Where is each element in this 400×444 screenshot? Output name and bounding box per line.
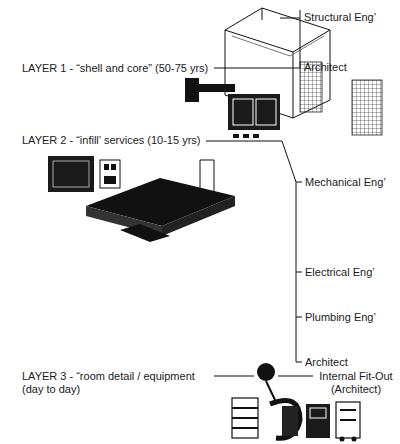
drawing-part bbox=[214, 68, 300, 69]
engineer-label: Electrical Eng’ bbox=[305, 266, 375, 279]
drawing-part bbox=[336, 402, 360, 438]
drawing-part bbox=[206, 141, 296, 182]
leader-line bbox=[214, 10, 300, 68]
drawing-part bbox=[280, 18, 300, 19]
drawing-part bbox=[120, 224, 170, 242]
engineer-label: Architect bbox=[305, 356, 348, 369]
drawing-part bbox=[296, 182, 302, 362]
drawing-part bbox=[228, 94, 280, 130]
drawing-part bbox=[48, 156, 94, 192]
drawing-part bbox=[278, 376, 313, 377]
drawing-part bbox=[340, 410, 356, 420]
drawing-part bbox=[232, 36, 324, 56]
mesh-panel bbox=[300, 62, 382, 135]
engineer-label: Architect bbox=[304, 61, 347, 74]
leader-line bbox=[214, 376, 313, 377]
drawing-part bbox=[257, 363, 275, 381]
drawing-part bbox=[253, 134, 259, 138]
layer-label: LAYER 1 - “shell and core” (50-75 yrs) bbox=[22, 62, 208, 75]
drawing-part bbox=[233, 99, 253, 125]
leader-line bbox=[206, 141, 302, 362]
drawing-part bbox=[53, 161, 89, 187]
drawing-part bbox=[232, 398, 258, 438]
drawing-part bbox=[300, 10, 301, 68]
services-equipment bbox=[48, 78, 280, 242]
drawing-part bbox=[243, 134, 249, 138]
drawing-part bbox=[111, 164, 116, 170]
drawing-part bbox=[104, 164, 109, 170]
drawing-part bbox=[199, 84, 235, 92]
drawing-part bbox=[310, 408, 326, 418]
engineer-label: Structural Eng’ bbox=[304, 11, 376, 24]
drawing-part bbox=[185, 78, 199, 102]
fitout-label: Internal Fit-Out (Architect) bbox=[316, 370, 396, 396]
drawing-part bbox=[352, 437, 357, 442]
engineer-label: Plumbing Eng’ bbox=[305, 311, 376, 324]
drawing-part bbox=[266, 381, 276, 402]
drawing-part bbox=[256, 99, 276, 125]
drawing-part bbox=[306, 404, 330, 438]
drawing-part bbox=[233, 134, 239, 138]
layer-label: LAYER 2 - “infill’ services (10-15 yrs) bbox=[22, 134, 201, 147]
drawing-part bbox=[270, 400, 300, 438]
drawing-part bbox=[282, 406, 298, 436]
layer-label: LAYER 3 - “room detail / equipment (day … bbox=[22, 370, 210, 396]
drawing-part bbox=[340, 437, 345, 442]
engineer-label: Mechanical Eng’ bbox=[305, 176, 386, 189]
drawing-part bbox=[214, 376, 254, 377]
drawing-part bbox=[232, 408, 258, 428]
drawing-part bbox=[352, 80, 382, 135]
drawing-part bbox=[104, 176, 116, 184]
drawing-part bbox=[100, 160, 120, 188]
drawing-part bbox=[162, 196, 235, 236]
